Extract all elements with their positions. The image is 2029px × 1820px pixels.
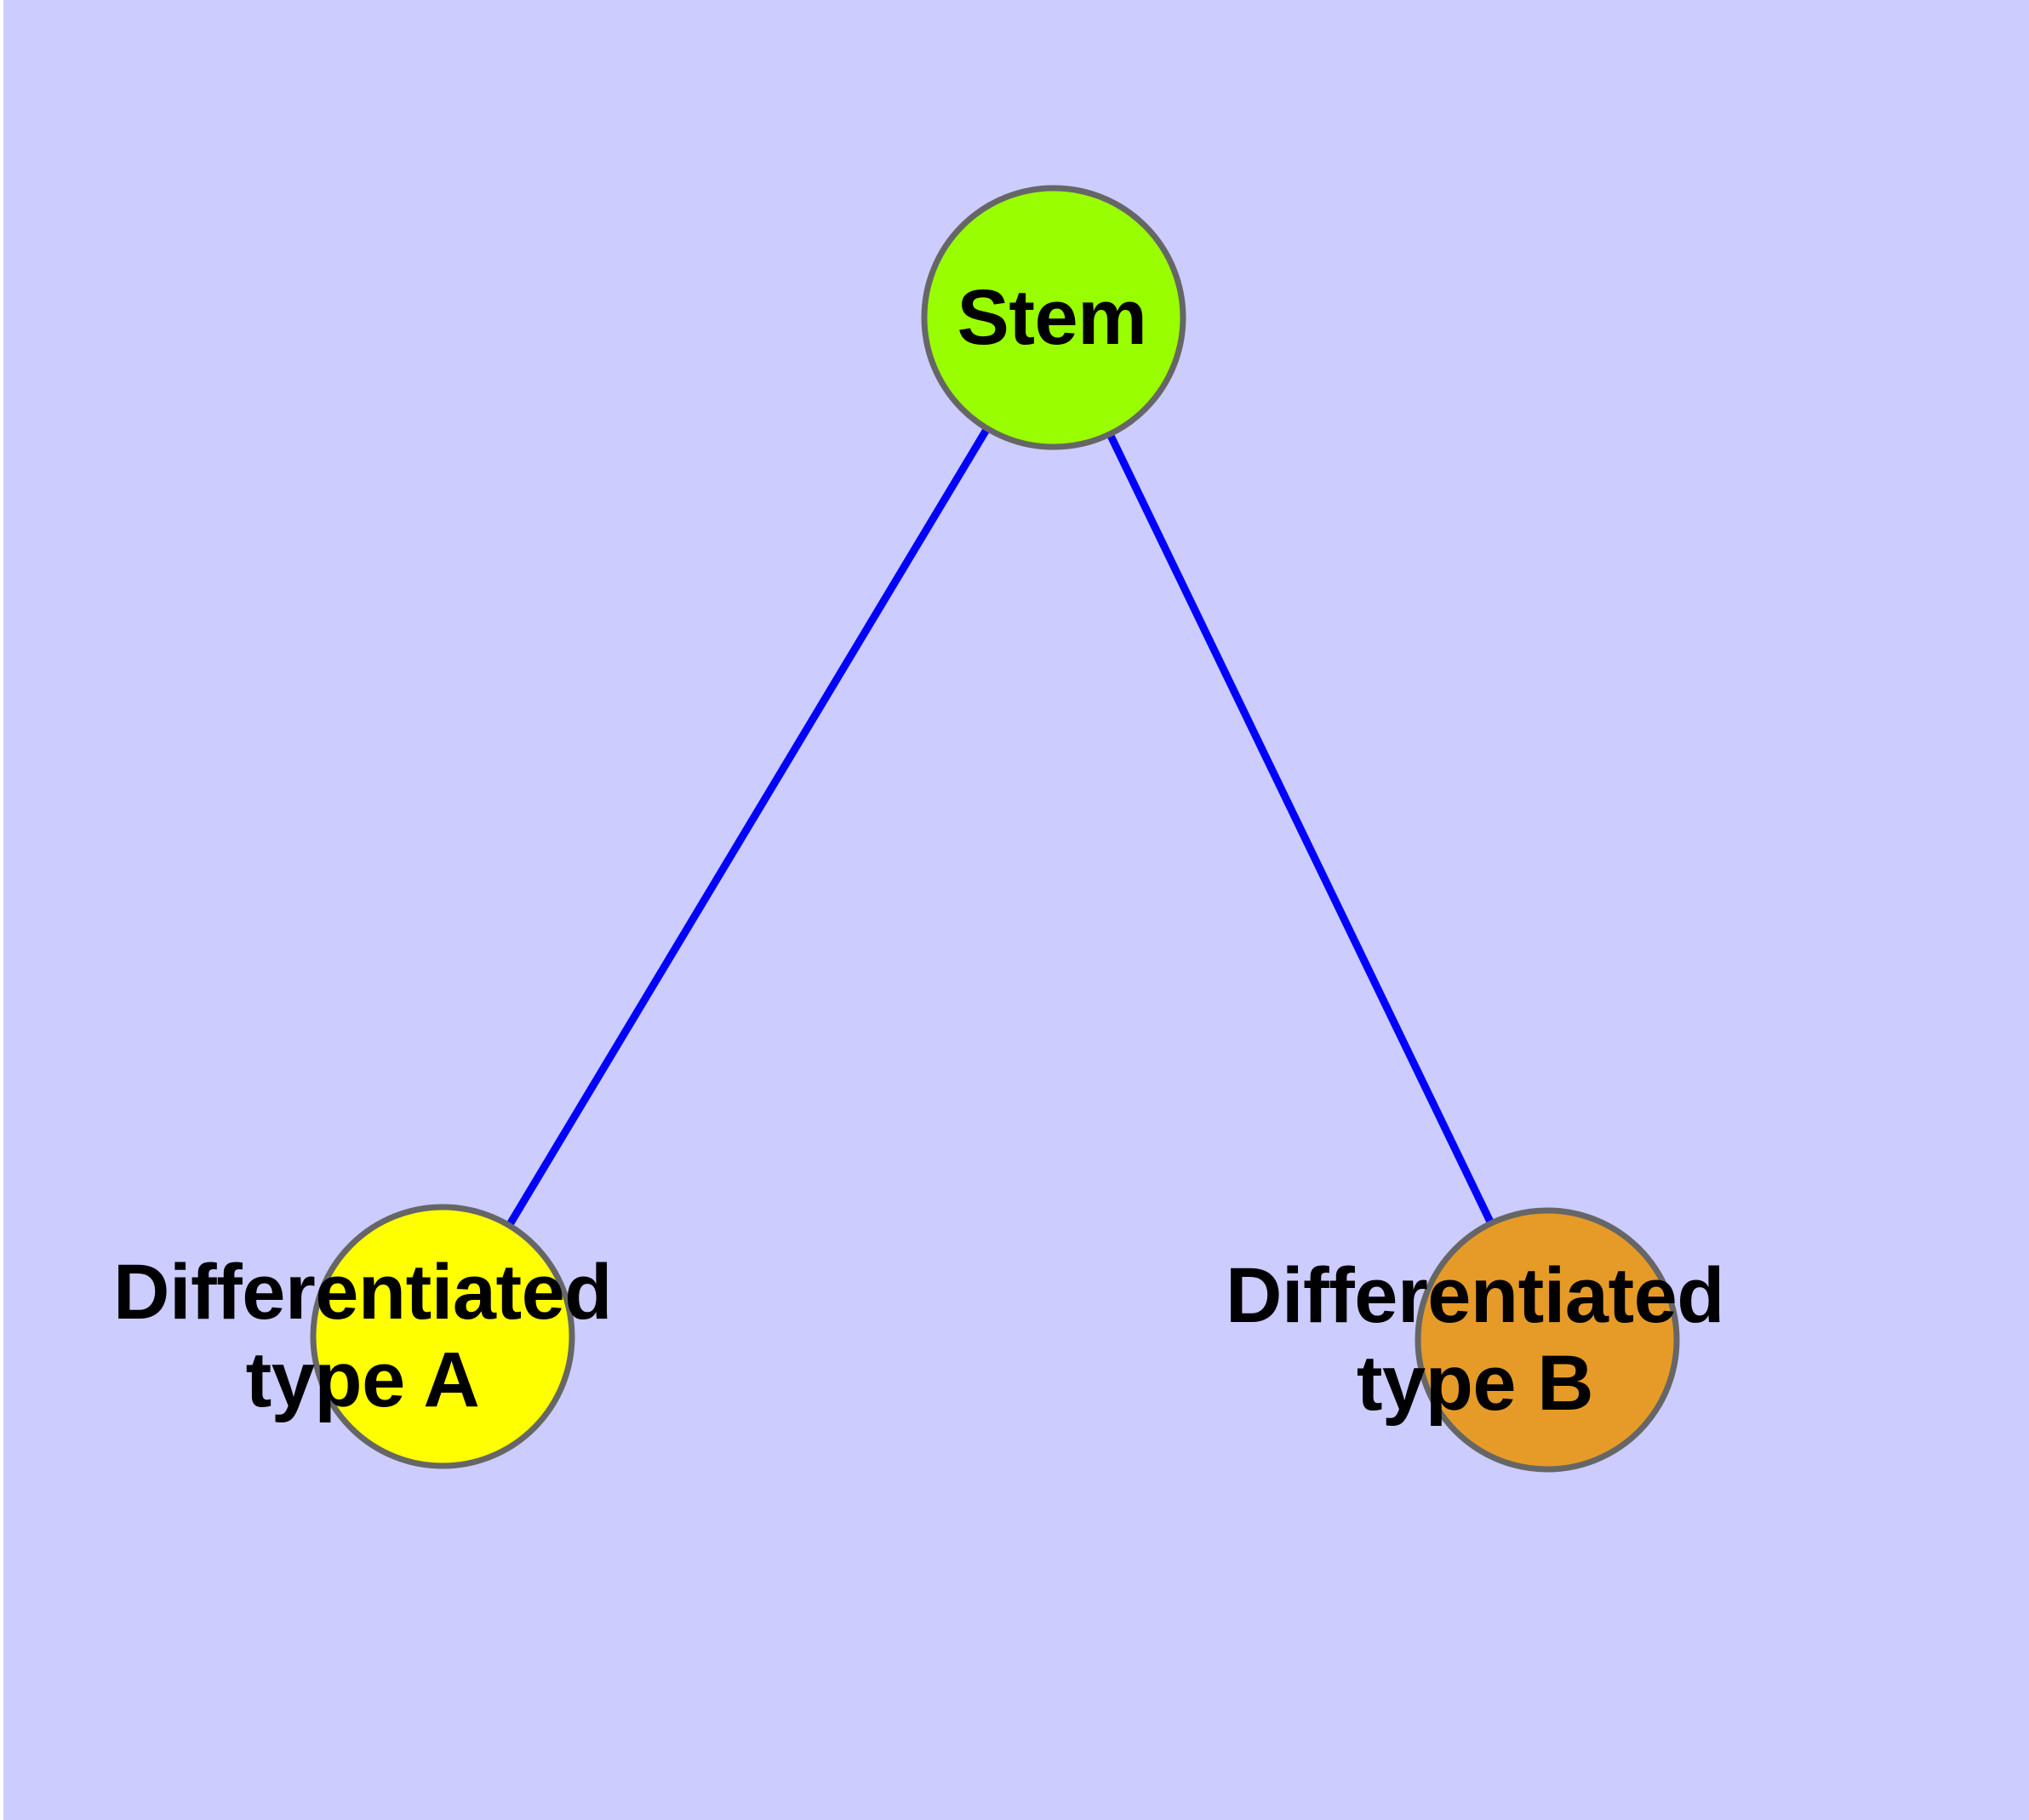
graph-node-diff_a[interactable]: [310, 1204, 575, 1469]
graph-node-stem[interactable]: [921, 185, 1186, 450]
graph-node-diff_b[interactable]: [1415, 1207, 1680, 1473]
graph-edge-stem-diff_a[interactable]: [439, 315, 1057, 1339]
edges-layer: [439, 315, 1552, 1342]
graph-edge-stem-diff_b[interactable]: [1049, 316, 1552, 1342]
nodes-layer: [310, 185, 1680, 1473]
